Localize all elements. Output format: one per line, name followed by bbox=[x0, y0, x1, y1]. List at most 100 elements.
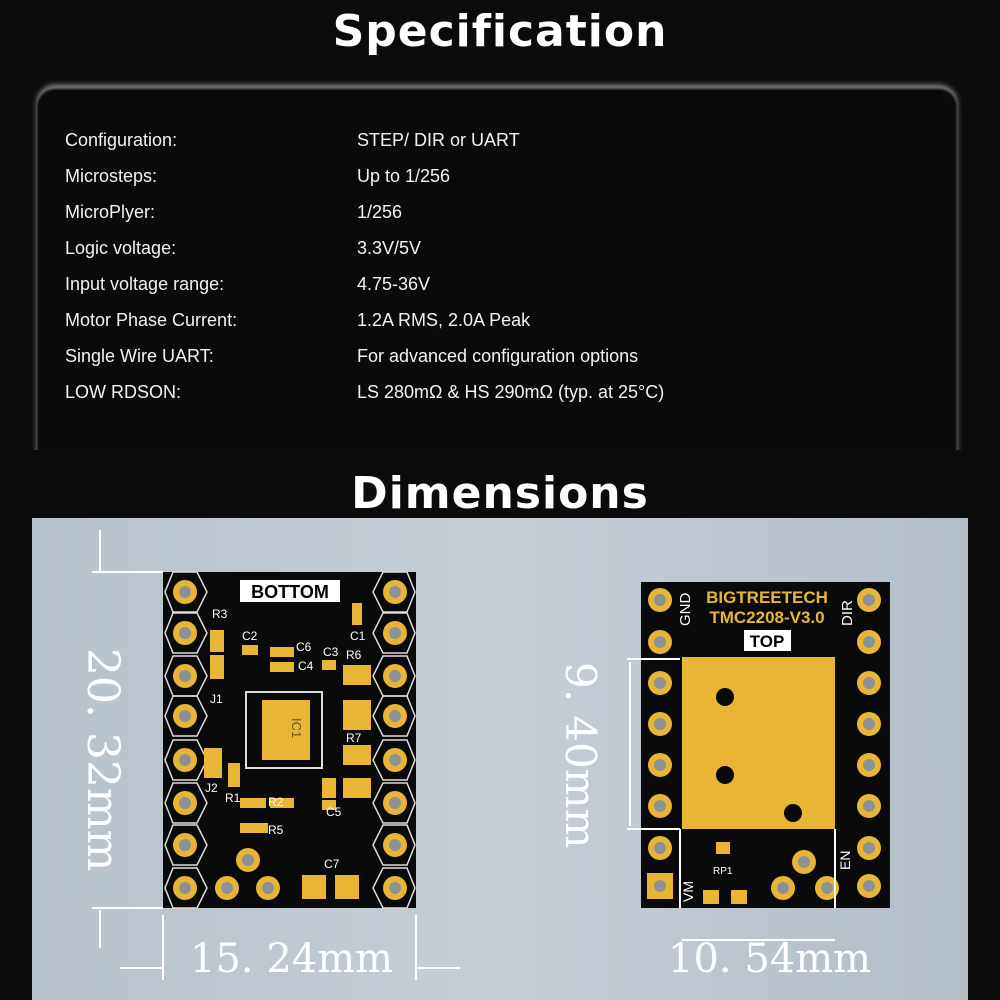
spec-row: Single Wire UART:For advanced configurat… bbox=[65, 346, 638, 367]
ic-pad bbox=[262, 700, 310, 760]
silk-label-c2: C2 bbox=[242, 629, 258, 643]
silk-label-j1: J1 bbox=[210, 692, 223, 706]
smd-component bbox=[210, 630, 224, 652]
spec-label: Configuration: bbox=[65, 130, 178, 150]
spec-value: 1.2A RMS, 2.0A Peak bbox=[357, 310, 531, 330]
pin-hole bbox=[179, 882, 191, 894]
top-label-box bbox=[744, 630, 791, 651]
smd-component bbox=[270, 662, 294, 672]
silk-label-r6: R6 bbox=[346, 648, 362, 662]
pin-hole bbox=[654, 636, 666, 648]
spec-value: 4.75-36V bbox=[357, 274, 431, 294]
smd-component bbox=[240, 823, 268, 833]
pin-hole bbox=[389, 586, 401, 598]
pin-hole bbox=[863, 842, 875, 854]
pin-hole bbox=[179, 670, 191, 682]
pin-hole bbox=[389, 797, 401, 809]
dir-label: DIR bbox=[839, 600, 856, 626]
gnd-label: GND bbox=[677, 593, 694, 627]
pin-hole bbox=[654, 880, 666, 892]
heatsink-pad bbox=[682, 657, 835, 829]
silk-label-r7: R7 bbox=[346, 731, 362, 745]
pin-hole bbox=[179, 754, 191, 766]
rp1-pad bbox=[731, 890, 747, 904]
pin-outline bbox=[372, 695, 416, 737]
pin-hole bbox=[863, 880, 875, 892]
pin-hole bbox=[863, 677, 875, 689]
pin-hole bbox=[389, 882, 401, 894]
via-hole bbox=[716, 688, 734, 706]
spec-label: Microsteps: bbox=[65, 166, 158, 186]
silk-label-c6: C6 bbox=[296, 640, 312, 654]
pin-hole bbox=[654, 677, 666, 689]
pin-hole bbox=[798, 856, 810, 868]
top-label: TOP bbox=[750, 632, 785, 651]
spec-row: Microsteps:Up to 1/256 bbox=[65, 166, 450, 187]
smd-component bbox=[204, 748, 222, 778]
pin-hole bbox=[389, 670, 401, 682]
pin-outline bbox=[372, 612, 416, 654]
spec-label: Motor Phase Current: bbox=[65, 310, 238, 330]
smd-component bbox=[210, 655, 224, 679]
spec-value: 1/256 bbox=[357, 202, 403, 222]
rp1-label: RP1 bbox=[713, 866, 733, 877]
pin-outline bbox=[164, 782, 208, 824]
silk-label-ic1: IC1 bbox=[289, 718, 304, 738]
pin-hole bbox=[863, 636, 875, 648]
pin-hole bbox=[654, 800, 666, 812]
en-label: EN bbox=[837, 851, 853, 870]
ic-outline bbox=[245, 691, 323, 769]
pin-hole bbox=[863, 594, 875, 606]
pin-outline bbox=[372, 867, 416, 909]
pin-hole bbox=[654, 594, 666, 606]
smd-component bbox=[343, 778, 371, 798]
pin-outline bbox=[372, 824, 416, 866]
pin-hole bbox=[389, 710, 401, 722]
rp1-pad bbox=[716, 842, 730, 854]
silk-label-r1: R1 bbox=[225, 791, 241, 805]
silk-label-r2: R2 bbox=[268, 795, 284, 809]
bottom-label: BOTTOM bbox=[251, 582, 329, 602]
bottom-label-box bbox=[240, 580, 340, 602]
pin-hole bbox=[777, 882, 789, 894]
spec-value: STEP/ DIR or UART bbox=[357, 130, 520, 150]
pin-outline bbox=[372, 571, 416, 613]
panel-divider bbox=[0, 450, 1000, 520]
smd-component bbox=[270, 647, 294, 657]
silk-label-c4: C4 bbox=[298, 659, 314, 673]
silk-label-c1: C1 bbox=[350, 629, 366, 643]
spec-row: Input voltage range:4.75-36V bbox=[65, 274, 430, 295]
smd-component bbox=[228, 763, 240, 787]
pin-outline bbox=[164, 867, 208, 909]
pin-outline bbox=[164, 739, 208, 781]
spec-value: 3.3V/5V bbox=[357, 238, 422, 258]
spec-label: Single Wire UART: bbox=[65, 346, 214, 366]
smd-component bbox=[242, 645, 258, 655]
spec-label: Logic voltage: bbox=[65, 238, 177, 258]
smd-component bbox=[322, 778, 336, 798]
silk-label-j2: J2 bbox=[205, 781, 218, 795]
pin-hole bbox=[654, 759, 666, 771]
pin-hole bbox=[179, 710, 191, 722]
pin-hole bbox=[242, 854, 254, 866]
smd-component bbox=[343, 745, 371, 765]
silk-label-r3: R3 bbox=[212, 607, 228, 621]
pin-outline bbox=[372, 739, 416, 781]
silk-label-c7: C7 bbox=[324, 857, 340, 871]
pin-hole bbox=[179, 586, 191, 598]
brand-label: BIGTREETECH bbox=[706, 588, 828, 607]
pin-outline bbox=[372, 782, 416, 824]
pin-hole bbox=[179, 627, 191, 639]
spec-row: Motor Phase Current: 1.2A RMS, 2.0A Peak bbox=[65, 310, 530, 331]
rp1-pad bbox=[703, 890, 719, 904]
smd-component bbox=[343, 665, 371, 685]
spec-row: LOW RDSON:LS 280mΩ & HS 290mΩ (typ. at 2… bbox=[65, 382, 664, 403]
spec-row: Configuration: STEP/ DIR or UART bbox=[65, 130, 520, 151]
spec-value: LS 280mΩ & HS 290mΩ (typ. at 25°C) bbox=[357, 382, 665, 402]
top-width-label: 10. 54mm bbox=[668, 936, 871, 982]
smd-component bbox=[352, 603, 362, 625]
smd-component bbox=[302, 875, 326, 899]
pin-hole bbox=[179, 839, 191, 851]
pin-hole bbox=[863, 800, 875, 812]
specification-panel: Configuration: STEP/ DIR or UART Microstep… bbox=[37, 87, 957, 467]
